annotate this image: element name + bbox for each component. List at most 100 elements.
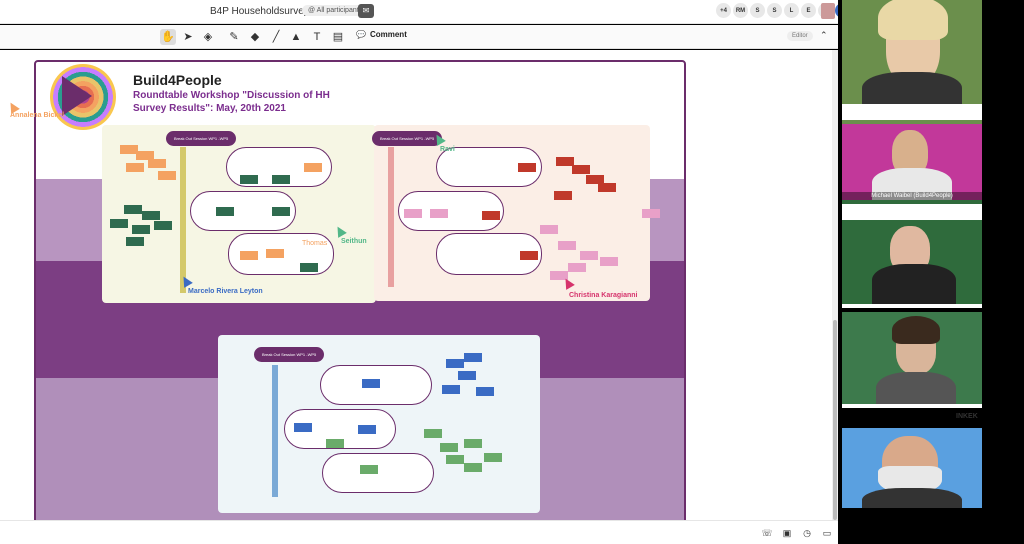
sticky-note[interactable] — [572, 165, 590, 174]
sticky-note[interactable] — [642, 209, 660, 218]
document-title[interactable]: B4P Householdsurvey — [210, 6, 309, 17]
sticky-note[interactable] — [126, 237, 144, 246]
text-icon[interactable]: T — [313, 31, 321, 43]
avatar[interactable]: RM — [733, 3, 748, 18]
cursor-label: Thomas — [302, 240, 328, 247]
sticky-note[interactable] — [598, 183, 616, 192]
sticky-note[interactable] — [272, 175, 290, 184]
sticky-note[interactable] — [120, 145, 138, 154]
question-bubble[interactable] — [322, 453, 434, 493]
sticky-note[interactable] — [540, 225, 558, 234]
avatar[interactable]: S — [750, 3, 765, 18]
sticky-note[interactable] — [142, 211, 160, 220]
sticky-note[interactable] — [294, 423, 312, 432]
eraser-icon[interactable]: ◈ — [203, 31, 213, 43]
comment-button[interactable]: 💬 Comment — [356, 30, 407, 39]
sticky-note[interactable] — [442, 385, 460, 394]
profile-photo[interactable] — [821, 3, 835, 19]
pen-icon[interactable]: ✎ — [229, 31, 239, 43]
sticky-note[interactable] — [272, 207, 290, 216]
video-tile[interactable] — [842, 200, 982, 308]
shapes-icon[interactable]: ▲ — [290, 31, 302, 43]
whiteboard-canvas[interactable]: Build4People Roundtable Workshop "Discus… — [0, 50, 838, 520]
participants-badge[interactable]: @ All participants — [302, 5, 369, 16]
sticky-note[interactable] — [586, 175, 604, 184]
sticky-note[interactable] — [554, 191, 572, 200]
sticky-note[interactable] — [550, 271, 568, 280]
timeline-bar — [272, 365, 278, 497]
sticky-note[interactable] — [362, 379, 380, 388]
sticky-note[interactable] — [358, 425, 376, 434]
sticky-note[interactable] — [482, 211, 500, 220]
sticky-note[interactable] — [440, 443, 458, 452]
sticky-note[interactable] — [568, 263, 586, 272]
sticky-note[interactable] — [158, 171, 176, 180]
sticky-note[interactable] — [484, 453, 502, 462]
sticky-note[interactable] — [458, 371, 476, 380]
sticky-note[interactable] — [304, 163, 322, 172]
video-tile[interactable] — [842, 0, 982, 124]
sticky-note[interactable] — [556, 157, 574, 166]
sticky-note[interactable] — [240, 251, 258, 260]
sticky-note[interactable] — [430, 209, 448, 218]
board-title: Build4People — [133, 72, 222, 88]
phone-icon[interactable]: ☏ — [761, 528, 773, 538]
sticky-note[interactable] — [520, 251, 538, 260]
breakout-frame[interactable]: Break Out Session WP1 -WP5 — [372, 125, 660, 301]
sticky-note[interactable] — [154, 221, 172, 230]
sticky-note[interactable] — [446, 359, 464, 368]
sticky-note[interactable] — [300, 263, 318, 272]
vertical-scrollbar[interactable] — [832, 50, 838, 520]
sticky-note[interactable] — [464, 463, 482, 472]
sticky-note[interactable] — [126, 163, 144, 172]
sticky-note-icon[interactable]: ▤ — [332, 31, 344, 43]
hand-icon[interactable]: ✋ — [160, 29, 176, 45]
sticky-note[interactable] — [518, 163, 536, 172]
sticky-note[interactable] — [240, 175, 258, 184]
breakout-frame[interactable]: Break Out Session WP1 -WP5 — [102, 125, 376, 303]
sticky-note[interactable] — [464, 439, 482, 448]
collapse-icon[interactable]: ⌃ — [820, 30, 828, 40]
camera-icon[interactable]: ▣ — [782, 528, 792, 538]
avatar[interactable]: L — [784, 3, 799, 18]
sticky-note[interactable] — [446, 455, 464, 464]
avatar-overflow[interactable]: +4 — [716, 3, 731, 18]
scroll-thumb[interactable] — [833, 320, 837, 520]
sticky-note[interactable] — [216, 207, 234, 216]
sticky-note[interactable] — [132, 225, 150, 234]
sticky-note[interactable] — [124, 205, 142, 214]
sticky-note[interactable] — [266, 249, 284, 258]
marker-icon[interactable]: ◆ — [250, 31, 260, 43]
sticky-note[interactable] — [476, 387, 494, 396]
sticky-note[interactable] — [580, 251, 598, 260]
cursor-label: Christina Karagianni — [569, 292, 638, 299]
timer-icon[interactable]: ◷ — [803, 528, 811, 538]
messages-icon[interactable]: ✉ — [358, 4, 374, 18]
sticky-note[interactable] — [136, 151, 154, 160]
participant-body — [862, 488, 962, 508]
participant-name: Michael Waibel (Build4People) — [842, 192, 982, 200]
select-icon[interactable]: ➤ — [183, 31, 193, 43]
sticky-note[interactable] — [464, 353, 482, 362]
video-tile[interactable] — [842, 312, 982, 408]
frame-label: Break Out Session WP1 -WP5 — [166, 131, 237, 146]
sticky-note[interactable] — [360, 465, 378, 474]
sticky-note[interactable] — [424, 429, 442, 438]
bottom-bar: ☏ ▣ ◷ ▭ — [0, 520, 838, 544]
line-icon[interactable]: ╱ — [272, 31, 280, 43]
video-tile[interactable] — [842, 428, 982, 508]
board[interactable]: Build4People Roundtable Workshop "Discus… — [34, 60, 686, 520]
sticky-note[interactable] — [326, 439, 344, 448]
sticky-note[interactable] — [110, 219, 128, 228]
avatar[interactable]: E — [801, 3, 816, 18]
sticky-note[interactable] — [558, 241, 576, 250]
breakout-frame[interactable]: Break Out Session WP1 -WP5 — [218, 335, 540, 513]
editor-badge[interactable]: Editor — [787, 31, 813, 41]
sticky-note[interactable] — [148, 159, 166, 168]
cursor-label: Seithun — [341, 238, 367, 245]
sticky-note[interactable] — [404, 209, 422, 218]
video-tile[interactable]: Michael Waibel (Build4People) — [842, 124, 982, 200]
sticky-note[interactable] — [600, 257, 618, 266]
avatar[interactable]: S — [767, 3, 782, 18]
chat-icon[interactable]: ▭ — [822, 528, 832, 538]
